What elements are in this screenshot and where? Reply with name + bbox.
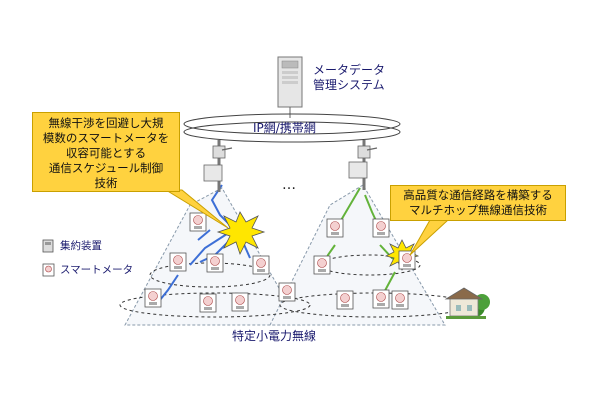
smart-meter-icon — [278, 282, 296, 302]
smart-meter-icon — [391, 290, 409, 310]
callout-multihop: 高品質な通信経路を構築する マルチホップ無線通信技術 — [390, 185, 566, 221]
callout-right-pointer — [409, 219, 450, 256]
smart-meter-icon — [189, 212, 207, 232]
server-icon — [277, 56, 303, 118]
smart-meters — [144, 212, 416, 313]
ip-network-label: IP網/携帯網 — [253, 121, 316, 135]
callout-scheduling-line: 技術 — [94, 176, 118, 190]
smart-meter-icon — [169, 252, 187, 272]
ellipsis-label: … — [282, 177, 296, 193]
smart-meter-icon — [326, 218, 344, 238]
concentrator-pole-left — [203, 140, 233, 192]
smart-meter-icon — [206, 253, 224, 273]
smart-meter-icon — [231, 292, 249, 312]
smart-meter-icon — [199, 293, 217, 313]
system-title-line2: 管理システム — [313, 78, 385, 92]
ip-network-ring — [183, 113, 401, 143]
smart-meter-icon — [336, 290, 354, 310]
smart-meter-icon — [144, 288, 162, 308]
smart-meter-icon — [313, 255, 331, 275]
callout-scheduling-line: 通信スケジュール制御 — [48, 161, 164, 175]
callout-scheduling-line: 収容可能とする — [65, 146, 147, 160]
smart-meter-icon — [252, 255, 270, 275]
bottom-label: 特定小電力無線 — [232, 329, 317, 343]
concentrator-legend-icon — [42, 239, 54, 253]
callout-multihop-line: マルチホップ無線通信技術 — [409, 203, 547, 217]
smart-meter-icon — [398, 250, 416, 270]
smart-meter-legend-icon — [42, 263, 55, 277]
system-title: メータデータ 管理システム — [313, 63, 385, 93]
interference-burst-icon — [216, 211, 266, 256]
house-icon — [444, 287, 490, 319]
callout-scheduling-line: 模数のスマートメータを — [42, 131, 170, 145]
system-title-line1: メータデータ — [313, 63, 386, 77]
legend-meter-label: スマートメータ — [60, 264, 134, 276]
callout-scheduling: 無線干渉を回避し大規 模数のスマートメータを 収容可能とする 通信スケジュール制… — [32, 112, 180, 192]
smart-meter-icon — [372, 289, 390, 309]
callout-multihop-line: 高品質な通信経路を構築する — [403, 188, 553, 202]
smart-meter-icon — [372, 218, 390, 238]
legend-concentrator-label: 集約装置 — [60, 240, 102, 252]
callout-scheduling-line: 無線干渉を回避し大規 — [48, 116, 164, 130]
concentrator-pole-right — [348, 140, 378, 190]
